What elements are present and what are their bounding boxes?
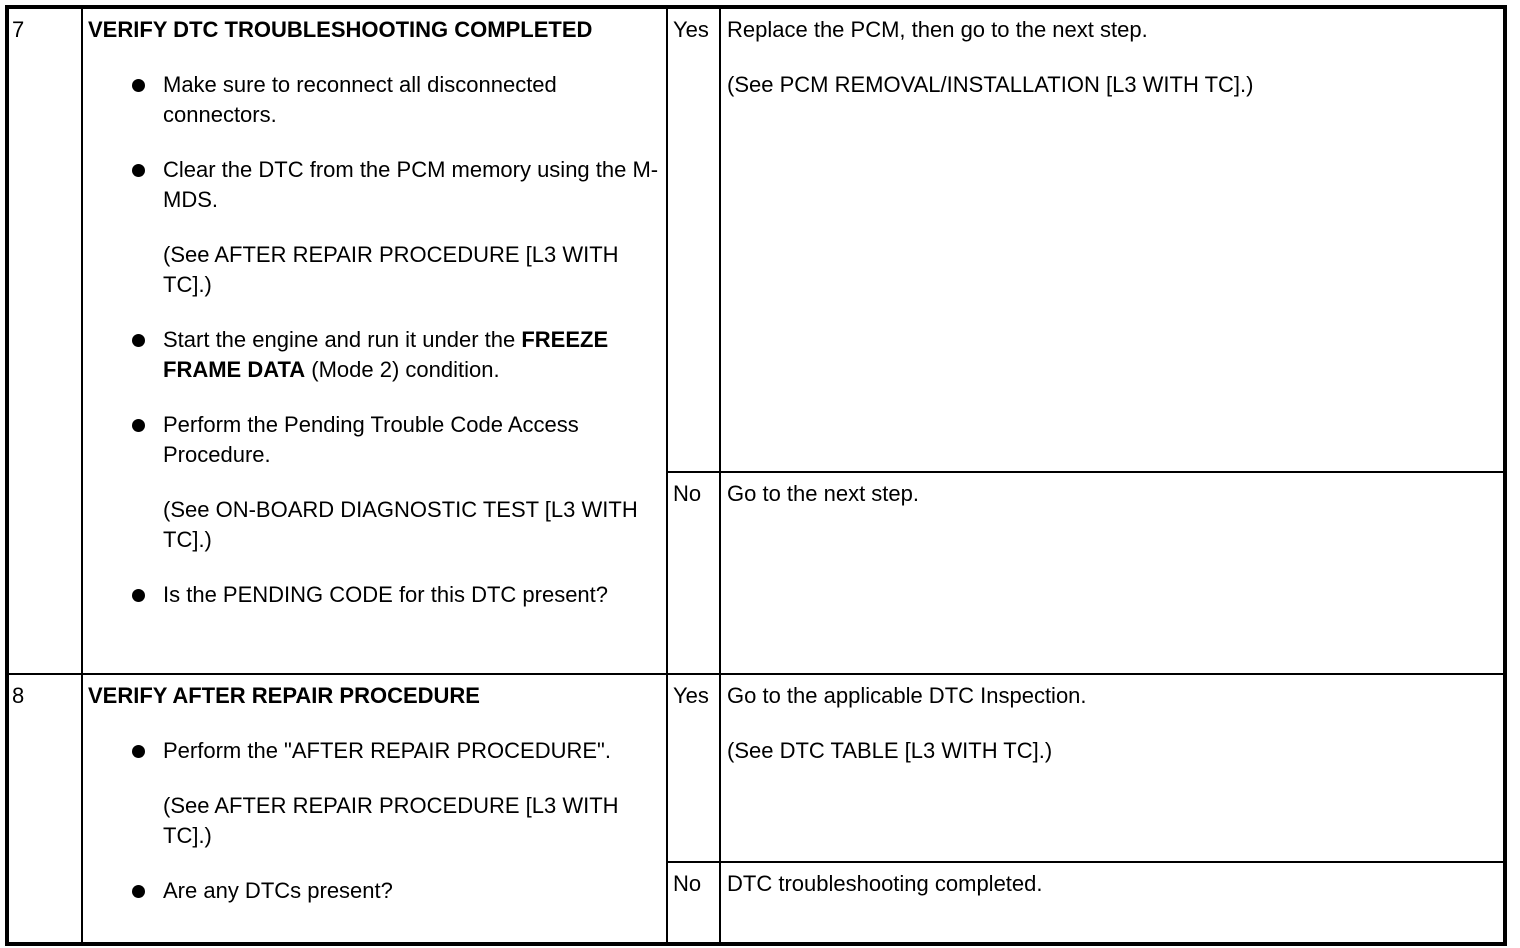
result-text: Go to the next step.: [727, 481, 920, 506]
step-number: 8: [12, 683, 25, 708]
bullet-icon: [132, 334, 145, 347]
reference-note: (See ON-BOARD DIAGNOSTIC TEST [L3 WITH T…: [163, 497, 638, 552]
list-item: Perform the Pending Trouble Code Access …: [132, 410, 662, 470]
table-row-step-8: 8 VERIFY AFTER REPAIR PROCEDURE Perform …: [6, 673, 1506, 945]
table-row-step-7-no: No Go to the next step.: [7, 471, 1506, 675]
action-cell: VERIFY AFTER REPAIR PROCEDURE Perform th…: [81, 673, 668, 945]
list-item: Perform the "AFTER REPAIR PROCEDURE".: [132, 736, 662, 766]
bullet-icon: [132, 885, 145, 898]
result-reference: (See PCM REMOVAL/INSTALLATION [L3 WITH T…: [727, 72, 1254, 97]
action-list: Perform the "AFTER REPAIR PROCEDURE". (S…: [88, 736, 662, 906]
reference-note: (See AFTER REPAIR PROCEDURE [L3 WITH TC]…: [163, 242, 619, 297]
bullet-icon: [132, 79, 145, 92]
yes-result-cell: Replace the PCM, then go to the next ste…: [719, 6, 1506, 473]
result-text: Replace the PCM, then go to the next ste…: [727, 17, 1148, 42]
result-text: DTC troubleshooting completed.: [727, 871, 1043, 896]
no-label: No: [673, 871, 702, 896]
bullet-icon: [132, 164, 145, 177]
step-number: 7: [12, 17, 25, 42]
step-title: VERIFY DTC TROUBLESHOOTING COMPLETED: [88, 17, 593, 42]
diagnostic-table: 7 VERIFY DTC TROUBLESHOOTING COMPLETED M…: [5, 5, 1507, 946]
no-result-cell: Go to the next step.: [719, 471, 1506, 675]
step-cell: 8: [6, 673, 83, 945]
yes-cell: Yes: [666, 6, 721, 473]
reference-note: (See AFTER REPAIR PROCEDURE [L3 WITH TC]…: [163, 793, 619, 848]
list-item: Are any DTCs present?: [132, 876, 662, 906]
list-item: Start the engine and run it under the FR…: [132, 325, 662, 385]
yes-cell: Yes: [666, 673, 721, 863]
step-cell: 7: [6, 6, 83, 675]
action-list: Make sure to reconnect all disconnected …: [88, 70, 662, 610]
yes-label: Yes: [673, 17, 709, 42]
step-title: VERIFY AFTER REPAIR PROCEDURE: [88, 683, 480, 708]
action-cell: VERIFY DTC TROUBLESHOOTING COMPLETED Mak…: [81, 6, 668, 675]
list-item: Clear the DTC from the PCM memory using …: [132, 155, 662, 215]
bullet-icon: [132, 419, 145, 432]
bullet-icon: [132, 745, 145, 758]
list-item: Make sure to reconnect all disconnected …: [132, 70, 662, 130]
table-row-step-8-no: No DTC troubleshooting completed.: [7, 861, 1506, 945]
no-label: No: [673, 481, 702, 506]
no-result-cell: DTC troubleshooting completed.: [719, 861, 1506, 945]
no-cell: No: [666, 861, 721, 945]
yes-label: Yes: [673, 683, 709, 708]
result-text: Go to the applicable DTC Inspection.: [727, 683, 1087, 708]
yes-result-cell: Go to the applicable DTC Inspection. (Se…: [719, 673, 1506, 863]
no-cell: No: [666, 471, 721, 675]
list-item: Is the PENDING CODE for this DTC present…: [132, 580, 662, 610]
table-row-step-7: 7 VERIFY DTC TROUBLESHOOTING COMPLETED M…: [6, 6, 1506, 675]
result-reference: (See DTC TABLE [L3 WITH TC].): [727, 738, 1053, 763]
bullet-icon: [132, 589, 145, 602]
